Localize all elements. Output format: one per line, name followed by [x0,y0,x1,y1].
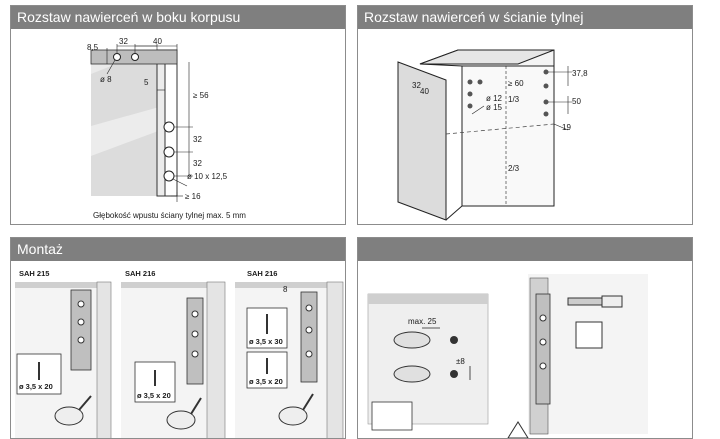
dim-50: 50 [572,97,581,106]
step-2-screw: ø 3,5 x 20 [137,391,171,400]
side-caption: Głębokość wpustu ściany tylnej max. 5 mm [93,211,246,220]
step-1-label: SAH 215 [19,269,49,278]
step-2-label: SAH 216 [125,269,155,278]
dim-32-b: 32 [193,159,202,168]
adjustment-drawing: max. 25 ±8 [367,274,648,438]
step-3-screw-a: ø 3,5 x 30 [249,337,283,346]
back-drilling-drawing: ≥ 60 1/3 2/3 ø 12 ø 15 32 40 37,8 50 19 [397,49,588,221]
panel-side-drilling: Rozstaw nawierceń w boku korpusu 8,5 32 … [10,5,346,225]
dim-32: 32 [412,81,421,90]
dim-5: 5 [144,78,149,87]
dim-37-8: 37,8 [572,69,588,78]
panel-title: Montaż [11,238,345,261]
dim-ge-56: ≥ 56 [193,91,209,100]
step-3-label: SAH 216 [247,269,277,278]
dim-ge-60: ≥ 60 [508,79,524,88]
dim-ge-16: ≥ 16 [185,192,201,201]
step-3-dim: 8 [283,285,288,294]
step-1-screw: ø 3,5 x 20 [19,382,53,391]
dim-phi-15: ø 15 [486,103,503,112]
mounting-drawing: SAH 215 ø 3,5 x 20 SAH 216 ø 3,5 x 20 SA… [15,269,344,438]
dim-32-top: 32 [119,37,128,46]
panel-title: Rozstaw nawierceń w boku korpusu [11,6,345,29]
side-drilling-drawing: 8,5 32 40 ø 8 5 ≥ 56 32 32 ø 10 x 12,5 ≥… [87,37,246,220]
max-label: max. 25 [408,317,437,326]
pm-label: ±8 [456,357,465,366]
dim-8-5: 8,5 [87,43,99,52]
dim-phi-10: ø 10 x 12,5 [187,172,228,181]
dim-two-thirds: 2/3 [508,164,520,173]
panel-title [358,238,692,261]
panel-mounting: Montaż SAH 215 ø 3,5 x 20 SAH 216 ø 3,5 … [10,237,346,439]
dim-40: 40 [153,37,162,46]
panel-title: Rozstaw nawierceń w ścianie tylnej [358,6,692,29]
dim-phi-8: ø 8 [100,75,112,84]
dim-32-a: 32 [193,135,202,144]
dim-40: 40 [420,87,429,96]
panel-back-drilling: Rozstaw nawierceń w ścianie tylnej ≥ 60 … [357,5,693,225]
step-3-screw-b: ø 3,5 x 20 [249,377,283,386]
dim-phi-12: ø 12 [486,94,503,103]
dim-third: 1/3 [508,95,520,104]
dim-19: 19 [562,123,571,132]
panel-adjustment: max. 25 ±8 [357,237,693,439]
